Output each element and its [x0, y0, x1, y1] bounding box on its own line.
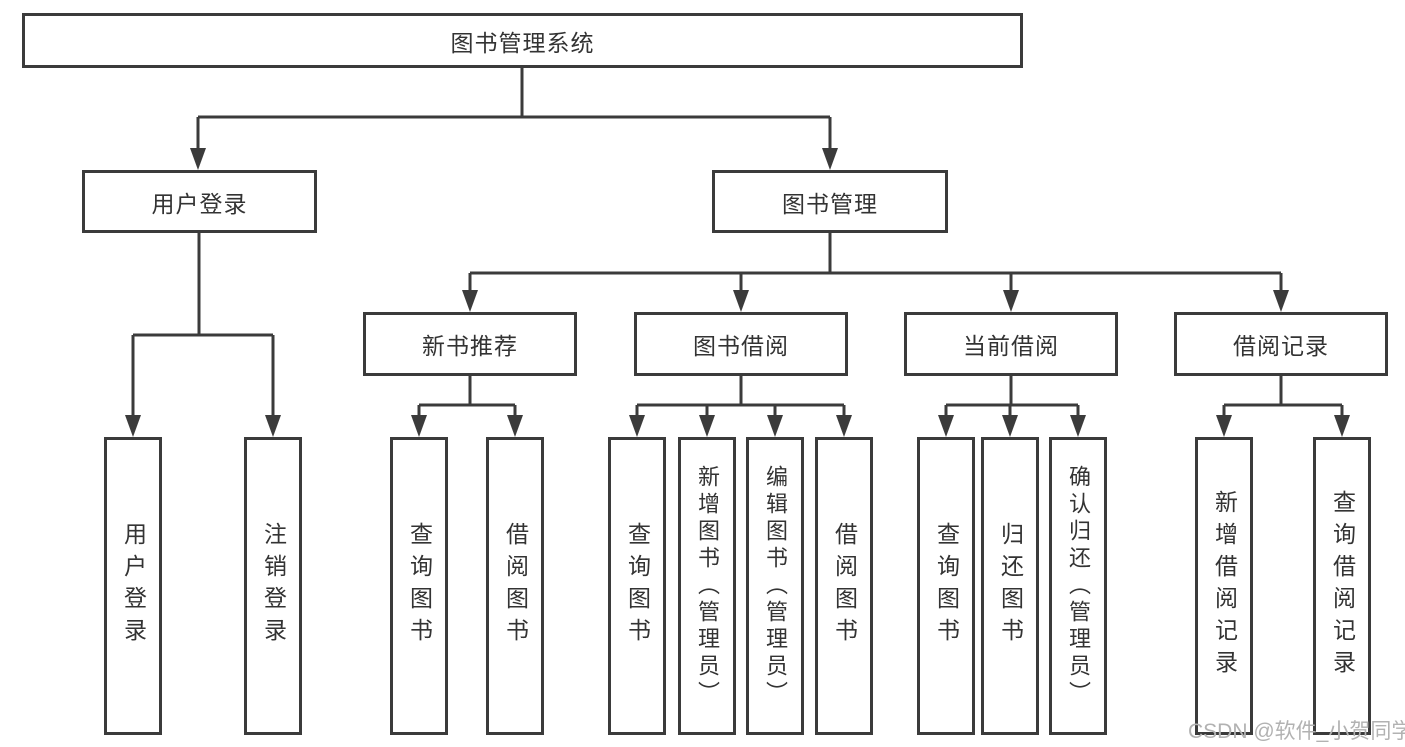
leaf-query-books-2-label: 查询图书: [624, 522, 651, 650]
node-book-borrow-label: 图书借阅: [693, 333, 789, 359]
leaf-query-borrow-record-label: 查询借阅记录: [1329, 490, 1356, 682]
leaf-borrow-books-2-label: 借阅图书: [831, 522, 858, 650]
csdn-watermark: CSDN @软件_小贺同学: [1188, 720, 1405, 743]
leaf-query-books-3-label: 查询图书: [933, 522, 960, 650]
leaf-borrow-books-2: 借阅图书: [815, 437, 873, 735]
node-user-login: 用户登录: [82, 170, 317, 233]
node-new-book-recommend-label: 新书推荐: [422, 333, 518, 359]
leaf-borrow-books-1-label: 借阅图书: [502, 522, 529, 650]
node-root-label: 图书管理系统: [450, 29, 595, 56]
node-book-management: 图书管理: [712, 170, 948, 233]
leaf-add-borrow-record-label: 新增借阅记录: [1211, 490, 1238, 682]
leaf-return-books: 归还图书: [981, 437, 1039, 735]
leaf-return-books-label: 归还图书: [997, 522, 1024, 650]
leaf-query-books-1: 查询图书: [390, 437, 448, 735]
node-borrow-record: 借阅记录: [1174, 312, 1388, 376]
connector-new-book-to-leaves: [411, 376, 523, 437]
leaf-confirm-return-admin: 确认归还（管理员）: [1049, 437, 1107, 735]
leaf-query-borrow-record: 查询借阅记录: [1313, 437, 1371, 735]
connector-current-borrow-to-leaves: [938, 376, 1086, 437]
connector-book-borrow-to-leaves: [629, 376, 852, 437]
leaf-add-book-admin-label: 新增图书（管理员）: [695, 464, 720, 708]
node-book-borrow: 图书借阅: [634, 312, 848, 376]
leaf-borrow-books-1: 借阅图书: [486, 437, 544, 735]
node-book-management-label: 图书管理: [782, 190, 878, 217]
node-current-borrow-label: 当前借阅: [963, 333, 1059, 359]
node-new-book-recommend: 新书推荐: [363, 312, 577, 376]
leaf-query-books-3: 查询图书: [917, 437, 975, 735]
leaf-query-books-1-label: 查询图书: [406, 522, 433, 650]
node-current-borrow: 当前借阅: [904, 312, 1118, 376]
leaf-user-login: 用户登录: [104, 437, 162, 735]
connector-book-mgmt-to-modules: [462, 233, 1289, 312]
leaf-add-borrow-record: 新增借阅记录: [1195, 437, 1253, 735]
node-borrow-record-label: 借阅记录: [1233, 333, 1329, 359]
connector-user-login-to-leaves: [125, 233, 281, 437]
leaf-query-books-2: 查询图书: [608, 437, 666, 735]
leaf-logout: 注销登录: [244, 437, 302, 735]
connector-root-to-branches: [190, 68, 838, 170]
node-root: 图书管理系统: [22, 13, 1023, 68]
node-user-login-label: 用户登录: [151, 190, 248, 217]
leaf-confirm-return-admin-label: 确认归还（管理员）: [1066, 464, 1091, 708]
connector-borrow-record-to-leaves: [1216, 376, 1350, 437]
leaf-edit-book-admin: 编辑图书（管理员）: [746, 437, 804, 735]
leaf-edit-book-admin-label: 编辑图书（管理员）: [763, 464, 788, 708]
leaf-logout-label: 注销登录: [260, 522, 287, 650]
leaf-add-book-admin: 新增图书（管理员）: [678, 437, 736, 735]
leaf-user-login-label: 用户登录: [120, 522, 147, 650]
